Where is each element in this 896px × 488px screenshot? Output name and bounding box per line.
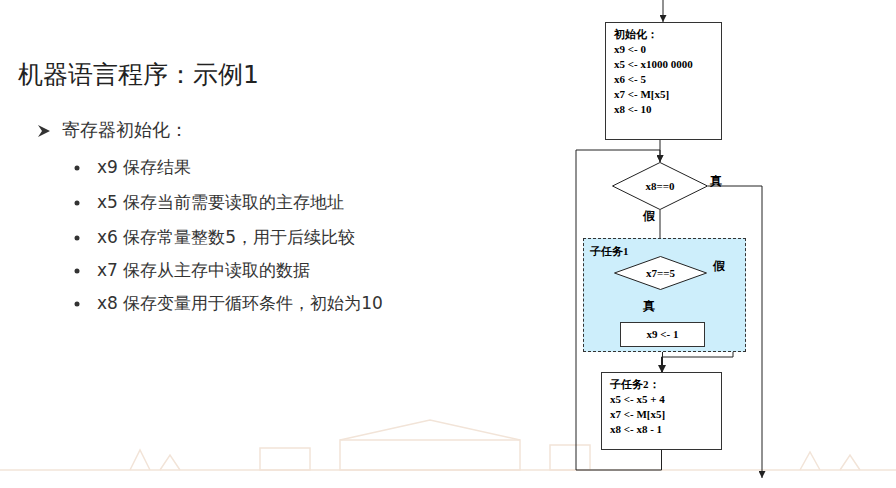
node-text: x5 <- x5 + 4 [610,392,713,407]
node-text: x7==5 [614,256,707,290]
node-text: x9 <- 0 [614,42,713,57]
node-text: x9 <- 1 [629,327,696,342]
node-text: 子任务1 [590,244,629,259]
node-text: x8 <- 10 [614,102,713,117]
decision-diamond: x8==0 [612,162,708,210]
bullet-text: x9 保存结果 [97,156,191,179]
bullet-marks [38,125,80,307]
bullet-dot [75,302,80,307]
branch-label: 假 [713,258,725,275]
branch-label: 真 [710,173,722,190]
entry-arrow [663,0,664,22]
process-box: x9 <- 1 [620,322,705,347]
decision-diamond: x7==5 [614,256,707,290]
bullet-text: x6 保存常量整数5，用于后续比较 [97,226,355,249]
branch-label: 真 [643,298,655,315]
bullet-text: 寄存器初始化： [62,118,188,142]
branch-label: 假 [643,208,655,225]
bullet-text: x5 保存当前需要读取的主存地址 [97,191,344,214]
process-box: 初始化：x9 <- 0x5 <- x1000 0000x6 <- 5x7 <- … [605,22,722,140]
bullet-dot [75,201,80,206]
node-text: x7 <- M[x5] [614,87,713,102]
bullet-text: x8 保存变量用于循环条件，初始为10 [97,292,383,315]
node-text: x8 <- x8 - 1 [610,422,713,437]
node-text: x7 <- M[x5] [610,407,713,422]
bullet-dot [75,166,80,171]
subtask-band: 子任务1x7==5 x9 <- 1 [583,238,746,352]
bullet-dot [75,269,80,274]
bullet-text: x7 保存从主存中读取的数据 [97,259,310,282]
arrow-bullet [38,125,50,137]
bullet-dot [75,236,80,241]
node-heading: 初始化： [614,27,713,42]
node-text: x8==0 [612,162,708,210]
node-text: x6 <- 5 [614,72,713,87]
process-box: 子任务2：x5 <- x5 + 4x7 <- M[x5]x8 <- x8 - 1 [601,372,722,450]
node-text: x5 <- x1000 0000 [614,57,713,72]
node-heading: 子任务2： [610,377,713,392]
slide-title: 机器语言程序：示例1 [18,58,259,91]
